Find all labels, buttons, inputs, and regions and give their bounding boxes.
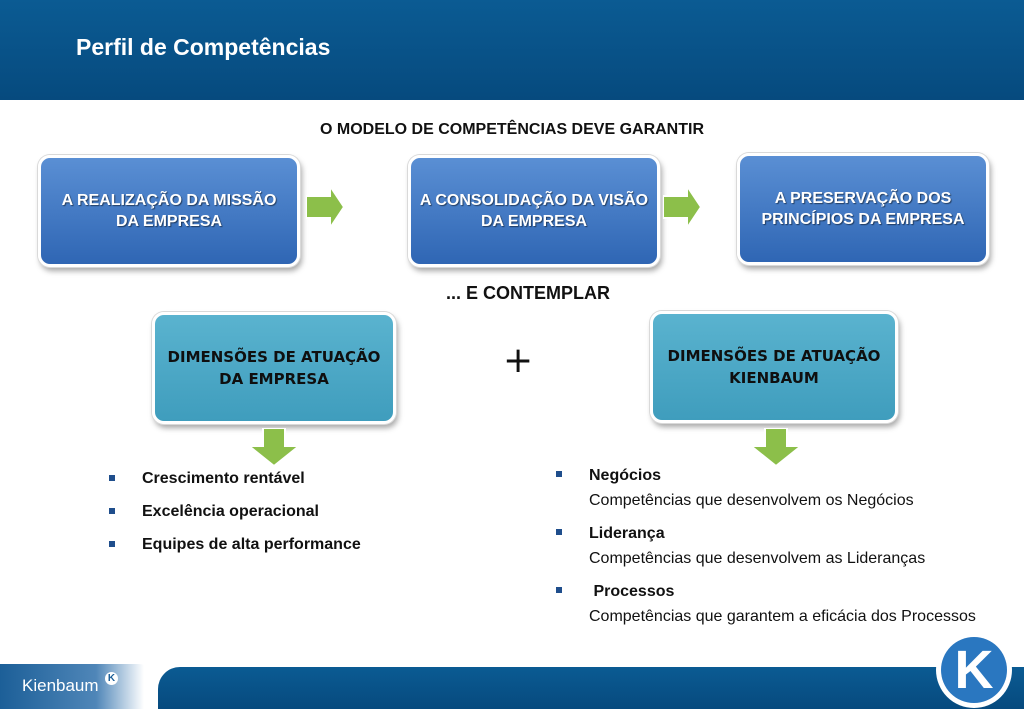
box-company-dimensions: DIMENSÕES DE ATUAÇÃO DA EMPRESA	[152, 312, 396, 424]
square-bullet-icon	[109, 508, 115, 514]
square-bullet-icon	[556, 529, 562, 535]
box-kienbaum-dimensions: DIMENSÕES DE ATUAÇÃO KIENBAUM	[650, 311, 898, 423]
list-item-desc: Competências que desenvolvem as Lideranç…	[589, 550, 926, 567]
down-arrow-icon	[751, 428, 801, 466]
box-vision-label: A CONSOLIDAÇÃO DA VISÃO DA EMPRESA	[419, 192, 649, 230]
box-company-dimensions-label: DIMENSÕES DE ATUAÇÃO DA EMPRESA	[167, 348, 381, 388]
square-bullet-icon	[109, 475, 115, 481]
kienbaum-dimensions-list: Negócios Competências que desenvolvem os…	[553, 463, 976, 637]
square-bullet-icon	[556, 471, 562, 477]
list-item-desc: Competências que garantem a eficácia dos…	[589, 608, 976, 625]
square-bullet-icon	[109, 541, 115, 547]
down-arrow-icon	[249, 428, 299, 466]
footer-logo-area	[0, 664, 160, 709]
right-arrow-icon	[306, 186, 344, 228]
brand-mark-icon: K	[105, 672, 118, 685]
right-arrow-icon	[663, 186, 701, 228]
header-bar: Perfil de Competências	[0, 0, 1024, 100]
square-bullet-icon	[556, 587, 562, 593]
page-title: Perfil de Competências	[76, 34, 331, 60]
list-item-title: Liderança	[589, 525, 665, 542]
list-item: Processos Competências que garantem a ef…	[553, 579, 976, 629]
footer-bar	[158, 667, 1024, 709]
plus-sign: +	[503, 340, 534, 381]
list-item-title: Negócios	[589, 467, 662, 484]
company-dimensions-list: Crescimento rentável Excelência operacio…	[106, 470, 361, 569]
list-item-desc: Competências que desenvolvem os Negócios	[589, 492, 914, 509]
list-item: Negócios Competências que desenvolvem os…	[553, 463, 976, 513]
box-kienbaum-dimensions-label: DIMENSÕES DE ATUAÇÃO KIENBAUM	[667, 347, 881, 387]
box-principles-label: A PRESERVAÇÃO DOS PRINCÍPIOS DA EMPRESA	[761, 190, 965, 228]
box-principles: A PRESERVAÇÃO DOS PRINCÍPIOS DA EMPRESA	[737, 153, 989, 265]
box-mission-label: A REALIZAÇÃO DA MISSÃO DA EMPRESA	[61, 192, 277, 230]
box-mission: A REALIZAÇÃO DA MISSÃO DA EMPRESA	[38, 155, 300, 267]
footer-brand: Kienbaum	[22, 676, 99, 695]
box-vision: A CONSOLIDAÇÃO DA VISÃO DA EMPRESA	[408, 155, 660, 267]
list-item: Equipes de alta performance	[106, 536, 361, 569]
kienbaum-logo-icon: K	[941, 637, 1007, 703]
section-heading-guarantee: O MODELO DE COMPETÊNCIAS DEVE GARANTIR	[319, 121, 705, 138]
list-item: Liderança Competências que desenvolvem a…	[553, 521, 976, 571]
list-item: Excelência operacional	[106, 503, 361, 536]
section-heading-contemplate: ... E CONTEMPLAR	[445, 283, 610, 303]
list-item: Crescimento rentável	[106, 470, 361, 503]
list-item-title: Processos	[589, 583, 675, 600]
